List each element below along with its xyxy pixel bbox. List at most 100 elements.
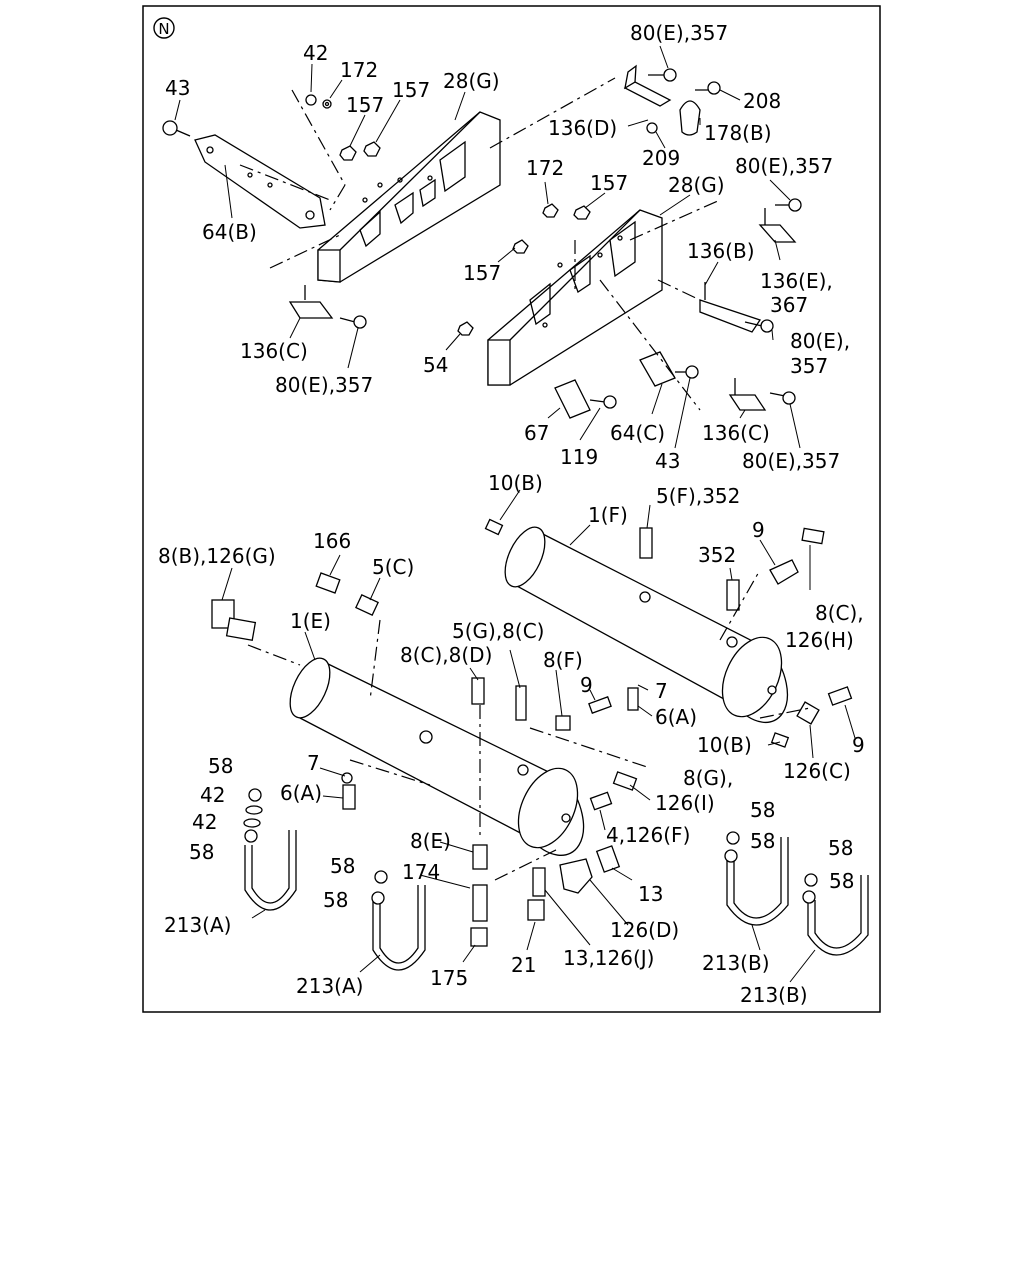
bracket-136c-left <box>288 285 367 329</box>
section-mark-letter: N <box>158 20 169 38</box>
callout-label: 58 <box>189 840 214 864</box>
callout-label: 8(G), <box>683 766 733 790</box>
callout-label: 172 <box>526 156 564 180</box>
callout-label: 1(F) <box>588 503 628 527</box>
bracket-67 <box>554 379 617 419</box>
callout-label: 172 <box>340 58 378 82</box>
callout-label: 64(B) <box>202 220 257 244</box>
bracket-136e <box>758 198 802 243</box>
callout-label: 136(C) <box>240 339 308 363</box>
callout-label: 126(C) <box>783 759 851 783</box>
callout-label: 126(H) <box>785 628 854 652</box>
callout-label: 157 <box>463 261 501 285</box>
callout-label: 43 <box>655 449 680 473</box>
callout-label: 13,126(J) <box>563 946 654 970</box>
callout-label: 8(B),126(G) <box>158 544 276 568</box>
callout-label: 42 <box>303 41 328 65</box>
bracket-136c-right <box>728 378 796 411</box>
callout-label: 119 <box>560 445 598 469</box>
callout-label: 8(E) <box>410 829 451 853</box>
u-bolt-213b-right <box>802 873 869 956</box>
callout-label: 157 <box>346 93 384 117</box>
callout-label: 5(G),8(C) <box>452 619 544 643</box>
callout-label: 8(C),8(D) <box>400 643 492 667</box>
callout-label: 80(E),357 <box>275 373 373 397</box>
callout-label: 5(F),352 <box>656 484 740 508</box>
air-tank-1f <box>504 526 789 724</box>
callout-label: 213(A) <box>296 974 363 998</box>
u-bolt-213b-left <box>724 831 789 926</box>
callout-label: 58 <box>750 798 775 822</box>
callout-label: 136(D) <box>548 116 617 140</box>
callout-label: 8(F) <box>543 648 583 672</box>
callout-label: 209 <box>642 146 680 170</box>
callout-label: 367 <box>770 293 808 317</box>
callout-label: 7 <box>307 751 320 775</box>
callout-label: 58 <box>829 869 854 893</box>
callout-label: 213(B) <box>740 983 808 1007</box>
callout-label: 357 <box>790 354 828 378</box>
callout-label: 8(C), <box>815 601 864 625</box>
bracket-plate-upper-left <box>317 111 501 283</box>
callout-label: 136(E), <box>760 269 833 293</box>
callout-label: 58 <box>330 854 355 878</box>
callout-label: 9 <box>852 733 865 757</box>
callout-label: 67 <box>524 421 549 445</box>
callout-label: 174 <box>402 860 440 884</box>
callout-label: 136(C) <box>702 421 770 445</box>
callout-label: 80(E), <box>790 329 850 353</box>
callout-labels: 80(E),357 42 172 28(G) 157 157 43 208 13… <box>158 21 865 1007</box>
callout-label: 157 <box>392 78 430 102</box>
bracket-plate-right <box>487 209 663 386</box>
callout-label: 5(C) <box>372 555 414 579</box>
bracket-136b <box>699 282 774 333</box>
callout-label: 9 <box>580 673 593 697</box>
leader-lines <box>174 45 856 983</box>
callout-label: 6(A) <box>655 705 697 729</box>
callout-label: 28(G) <box>443 69 500 93</box>
callout-label: 64(C) <box>610 421 665 445</box>
callout-label: 28(G) <box>668 173 725 197</box>
callout-label: 126(D) <box>610 918 679 942</box>
callout-label: 58 <box>828 836 853 860</box>
callout-label: 208 <box>743 89 781 113</box>
u-bolt-213a-right <box>371 870 426 971</box>
callout-label: 10(B) <box>697 733 752 757</box>
bracket-136d <box>623 64 701 136</box>
callout-label: 7 <box>655 679 668 703</box>
u-bolt-213a-left <box>243 788 297 911</box>
callout-label: 10(B) <box>488 471 543 495</box>
callout-label: 166 <box>313 529 351 553</box>
callout-label: 21 <box>511 953 536 977</box>
bolt-43-upper <box>162 120 191 137</box>
callout-label: 213(B) <box>702 951 770 975</box>
callout-label: 1(E) <box>290 609 331 633</box>
callout-label: 352 <box>698 543 736 567</box>
bracket-64c <box>639 351 699 387</box>
callout-label: 58 <box>750 829 775 853</box>
callout-label: 126(I) <box>655 791 715 815</box>
diagram-border <box>142 5 881 1013</box>
callout-label: 42 <box>192 810 217 834</box>
section-mark: N <box>153 17 175 39</box>
callout-label: 42 <box>200 783 225 807</box>
arm-64b <box>194 134 326 229</box>
callout-label: 80(E),357 <box>742 449 840 473</box>
callout-label: 157 <box>590 171 628 195</box>
callout-label: 213(A) <box>164 913 231 937</box>
callout-label: 13 <box>638 882 663 906</box>
callout-label: 175 <box>430 966 468 990</box>
callout-label: 80(E),357 <box>735 154 833 178</box>
callout-label: 43 <box>165 76 190 100</box>
callout-label: 58 <box>323 888 348 912</box>
bolts-upper-right <box>648 68 721 95</box>
callout-label: 58 <box>208 754 233 778</box>
callout-label: 178(B) <box>704 121 772 145</box>
callout-label: 136(B) <box>687 239 755 263</box>
callout-label: 54 <box>423 353 448 377</box>
air-tank-1e <box>289 657 585 856</box>
callout-label: 4,126(F) <box>606 823 690 847</box>
callout-label: 6(A) <box>280 781 322 805</box>
callout-label: 80(E),357 <box>630 21 728 45</box>
